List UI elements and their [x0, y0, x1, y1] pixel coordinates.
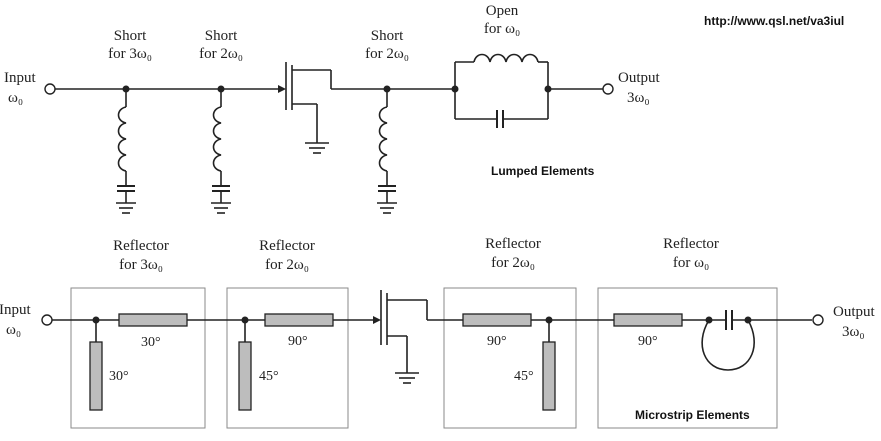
stub-angle-2: 45° — [259, 369, 279, 384]
stage-2-title: Short — [205, 28, 238, 44]
series-angle-3: 90° — [487, 334, 507, 349]
top-output-terminal — [602, 83, 614, 95]
bottom-input-freq: ω₀ — [6, 322, 21, 338]
stage-4-subtitle: for ω₀ — [484, 21, 520, 37]
series-strip-1 — [118, 313, 188, 327]
reflector-1-title: Reflector — [113, 238, 169, 254]
ground-icon — [116, 202, 136, 214]
parallel-lc-tank — [451, 53, 552, 128]
fet-gate-arrow — [373, 316, 381, 324]
series-angle-1: 30° — [141, 335, 161, 350]
series-angle-4: 90° — [638, 334, 658, 349]
reflector-box-3 — [443, 287, 577, 429]
reflector-4-subtitle: for ω₀ — [673, 255, 709, 271]
stage-3-subtitle: for 2ω₀ — [365, 46, 409, 62]
shunt-lc-3 — [377, 85, 397, 214]
series-strip-2 — [264, 313, 334, 327]
top-input-label: Input — [4, 70, 36, 86]
reflector-box-1 — [70, 287, 206, 429]
reflector-1-subtitle: for 3ω₀ — [119, 257, 163, 273]
microstrip-circuit: Reflector for 3ω₀ Reflector for 2ω₀ Refl… — [0, 236, 876, 429]
top-input-freq: ω₀ — [8, 90, 23, 106]
series-angle-2: 90° — [288, 334, 308, 349]
top-input-terminal — [44, 83, 56, 95]
reflector-2-subtitle: for 2ω₀ — [265, 257, 309, 273]
top-output-freq: 3ω₀ — [627, 90, 650, 106]
reflector-4-title: Reflector — [663, 236, 719, 252]
bottom-output-label: Output — [833, 304, 876, 320]
source-url: http://www.qsl.net/va3iul — [704, 14, 844, 28]
bottom-output-terminal — [812, 314, 824, 326]
reflector-box-4 — [597, 287, 778, 429]
bottom-input-terminal — [41, 314, 53, 326]
inductor-icon — [378, 106, 388, 172]
series-strip-4 — [613, 313, 683, 327]
stage-3-title: Short — [371, 28, 404, 44]
reflector-2-title: Reflector — [259, 238, 315, 254]
stub-strip-1 — [89, 341, 103, 411]
lumped-section-label: Lumped Elements — [491, 164, 595, 178]
ground-icon — [377, 202, 397, 214]
inductor-icon — [117, 106, 127, 172]
fet-gate-arrow — [278, 85, 286, 93]
bottom-output-freq: 3ω₀ — [842, 324, 865, 340]
stage-1-subtitle: for 3ω₀ — [108, 46, 152, 62]
shunt-lc-1 — [116, 85, 136, 214]
reflector-3-title: Reflector — [485, 236, 541, 252]
stub-angle-1: 30° — [109, 369, 129, 384]
lumped-circuit: Input ω₀ Short for 3ω₀ Short for 2ω₀ Sho… — [4, 3, 661, 214]
series-strip-3 — [462, 313, 532, 327]
stub-strip-3 — [542, 341, 556, 411]
stub-angle-3: 45° — [514, 369, 534, 384]
stage-4-title: Open — [486, 3, 519, 19]
fet-transistor-icon — [285, 62, 332, 154]
inductor-icon — [212, 106, 222, 172]
microstrip-section-label: Microstrip Elements — [635, 408, 750, 422]
stub-strip-2 — [238, 341, 252, 411]
reflector-3-subtitle: for 2ω₀ — [491, 255, 535, 271]
reflector-box-2 — [226, 287, 349, 429]
stage-2-subtitle: for 2ω₀ — [199, 46, 243, 62]
loop-inductor-icon — [701, 319, 755, 371]
inductor-icon — [473, 53, 539, 63]
stage-1-title: Short — [114, 28, 147, 44]
ground-icon — [211, 202, 231, 214]
shunt-lc-2 — [211, 85, 231, 214]
fet-transistor-icon — [380, 290, 428, 384]
top-output-label: Output — [618, 70, 661, 86]
bottom-input-label: Input — [0, 302, 31, 318]
